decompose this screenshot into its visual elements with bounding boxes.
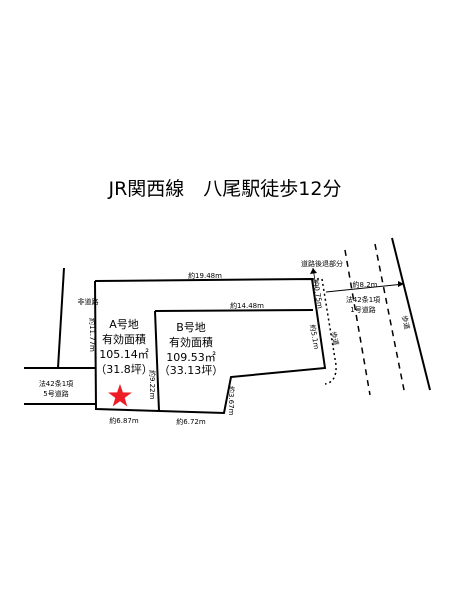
lot-b-area: 109.53㎡ xyxy=(166,351,216,364)
road-centerline-2 xyxy=(374,243,406,396)
road-centerline-1 xyxy=(344,249,371,396)
road-width-arrow-head xyxy=(398,281,404,287)
dim-a-bottom: 約6.87m xyxy=(109,416,139,425)
right-road-label-1: 法42条1項 xyxy=(346,295,380,304)
sidewalk-edge xyxy=(391,237,431,391)
lot-divider xyxy=(154,310,160,412)
lot-b-name: B号地 xyxy=(176,321,206,334)
dim-b-step: 約3.67m xyxy=(227,386,236,416)
left-road-label-1: 法42条1項 xyxy=(39,379,73,388)
dim-left-side: 約11.77m xyxy=(88,318,97,352)
left-road-label-2: 5号道路 xyxy=(43,389,68,398)
dim-b-bottom: 約6.72m xyxy=(176,417,206,426)
setback-label: 道路後退部分 xyxy=(301,259,343,268)
lot-b-top xyxy=(154,309,314,312)
sidewalk-label-left: 歩道 xyxy=(329,331,341,347)
lot-a-tsubo: （31.8坪） xyxy=(95,363,153,376)
star-icon xyxy=(108,384,132,407)
dim-b-top: 約14.48m xyxy=(230,301,264,310)
dim-right-side: 約5.1m xyxy=(308,324,321,350)
private-road-edge xyxy=(57,267,65,369)
lot-a-line2: 有効面積 xyxy=(102,332,146,346)
right-road-label-2: 1号道路 xyxy=(350,305,375,314)
private-road-label: 非道路 xyxy=(78,297,99,306)
dim-top-total: 約19.48m xyxy=(188,271,222,280)
page-title: JR関西線 八尾駅徒歩12分 xyxy=(108,178,342,200)
lot-b-tsubo: （33.13坪） xyxy=(159,364,224,377)
road-width-label: 約8.2m xyxy=(353,280,378,289)
road-width-arrow xyxy=(325,283,405,293)
sidewalk-label-right: 歩道 xyxy=(400,315,412,331)
lot-a-name: A号地 xyxy=(109,318,139,331)
lot-b-line2: 有効面積 xyxy=(169,335,213,349)
setback-arrow xyxy=(310,268,317,274)
dim-divider: 約9.22m xyxy=(148,370,157,400)
dim-setback-depth: 約0.75m xyxy=(311,279,325,310)
lot-a-area: 105.14㎡ xyxy=(99,348,149,361)
